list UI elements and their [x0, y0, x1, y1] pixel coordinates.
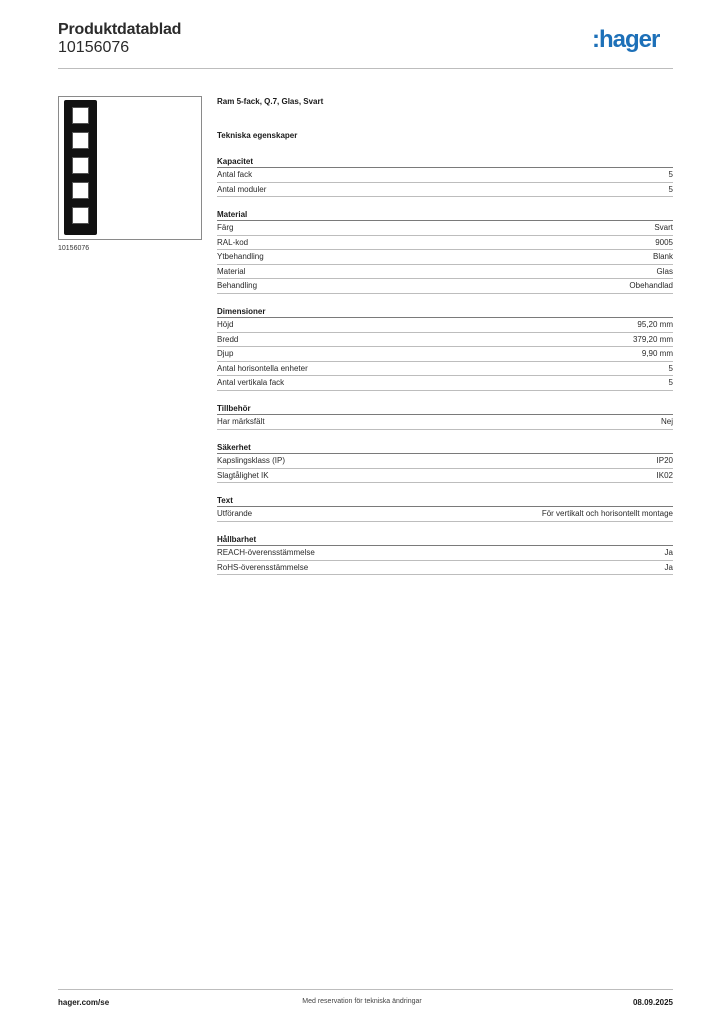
property-row: Utförande För vertikalt och horisontellt …	[217, 507, 673, 522]
property-value: 5	[668, 363, 673, 373]
property-row: Kapslingsklass (IP) IP20	[217, 454, 673, 469]
technical-properties-heading: Tekniska egenskaper	[217, 131, 298, 140]
property-row: Antal moduler 5	[217, 183, 673, 197]
property-row: RAL-kod 9005	[217, 236, 673, 250]
property-row: Färg Svart	[217, 221, 673, 236]
property-row: RoHS-överensstämmelse Ja	[217, 561, 673, 575]
property-value: IP20	[656, 456, 673, 465]
product-number: 10156076	[58, 39, 130, 56]
property-row: Bredd 379,20 mm	[217, 333, 673, 347]
property-value: Blank	[652, 252, 673, 261]
property-value: 9005	[655, 237, 673, 247]
property-row: Material Glas	[217, 265, 673, 279]
property-row: Behandling Obehandlad	[217, 279, 673, 294]
property-label: Utförande	[217, 509, 253, 518]
property-label: Antal moduler	[217, 184, 267, 194]
property-row: Antal fack 5	[217, 168, 673, 183]
property-label: Slagtålighet IK	[217, 470, 269, 480]
footer-disclaimer: Med reservation för tekniska ändringar	[302, 998, 422, 1005]
property-row: Antal vertikala fack 5	[217, 376, 673, 391]
property-value: Ja	[664, 548, 673, 557]
property-label: RoHS-överensstämmelse	[217, 562, 309, 572]
property-label: Djup	[217, 349, 234, 358]
section-title: Dimensioner	[217, 305, 673, 318]
property-row: Djup 9,90 mm	[217, 347, 673, 362]
product-title: Ram 5-fack, Q.7, Glas, Svart	[217, 97, 324, 106]
image-caption: 10156076	[58, 245, 90, 252]
property-row: Höjd 95,20 mm	[217, 318, 673, 333]
property-label: Behandling	[217, 281, 258, 290]
property-value: 95,20 mm	[637, 320, 673, 329]
document-title: Produktdatablad	[58, 21, 182, 38]
property-label: Färg	[217, 223, 234, 232]
property-label: Material	[217, 266, 246, 276]
property-value: För vertikalt och horisontellt montage	[541, 509, 673, 518]
property-label: Har märksfält	[217, 417, 265, 426]
property-row: Har märksfält Nej	[217, 415, 673, 430]
frame-illustration	[64, 100, 97, 235]
section-title: Säkerhet	[217, 441, 673, 454]
header-divider	[58, 68, 673, 69]
property-label: Antal horisontella enheter	[217, 363, 308, 373]
frame-cell	[72, 207, 89, 224]
property-label: Bredd	[217, 334, 239, 344]
property-value: Obehandlad	[629, 281, 673, 290]
property-value: 5	[668, 170, 673, 179]
footer-date: 08.09.2025	[632, 998, 673, 1007]
property-row: REACH-överensstämmelse Ja	[217, 546, 673, 561]
frame-cell	[72, 157, 89, 174]
property-row: Antal horisontella enheter 5	[217, 362, 673, 376]
property-label: Kapslingsklass (IP)	[217, 456, 286, 465]
property-value: Svart	[654, 223, 673, 232]
property-value: 379,20 mm	[632, 334, 673, 344]
property-value: Nej	[660, 417, 673, 426]
property-label: Ytbehandling	[217, 252, 264, 261]
property-value: IK02	[656, 470, 673, 480]
footer-website-link[interactable]: hager.com/se	[58, 998, 110, 1007]
frame-cell	[72, 132, 89, 149]
property-value: 9,90 mm	[641, 349, 673, 358]
property-label: Antal vertikala fack	[217, 378, 285, 387]
property-value: Ja	[664, 562, 673, 572]
property-row: Slagtålighet IK IK02	[217, 469, 673, 483]
footer-divider	[58, 989, 673, 990]
frame-cell	[72, 107, 89, 124]
section-title: Kapacitet	[217, 155, 673, 168]
property-label: Höjd	[217, 320, 234, 329]
property-label: REACH-överensstämmelse	[217, 548, 315, 557]
property-label: RAL-kod	[217, 237, 249, 247]
section-title: Text	[217, 494, 673, 507]
property-row: Ytbehandling Blank	[217, 250, 673, 265]
property-label: Antal fack	[217, 170, 253, 179]
product-image	[58, 96, 202, 240]
property-value: 5	[668, 184, 673, 194]
property-value: Glas	[656, 266, 673, 276]
section-title: Tillbehör	[217, 402, 673, 415]
section-title: Material	[217, 208, 673, 221]
property-value: 5	[668, 378, 673, 387]
section-title: Hållbarhet	[217, 533, 673, 546]
hager-logo: :hager	[592, 26, 660, 53]
frame-cell	[72, 182, 89, 199]
